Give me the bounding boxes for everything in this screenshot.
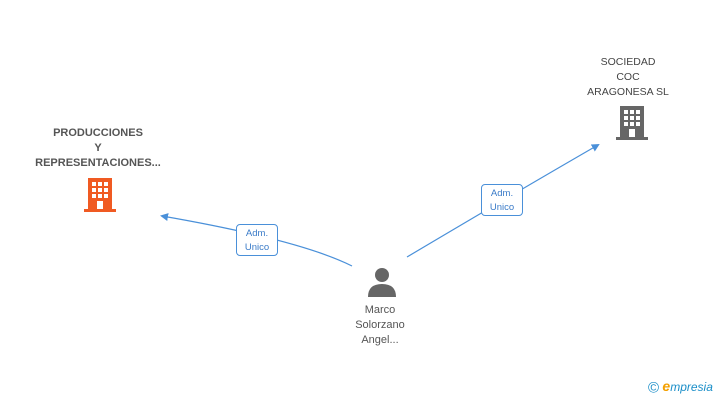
edge-tag-left[interactable]: Adm. Unico <box>236 224 278 256</box>
edge-line-left <box>160 213 353 267</box>
building-icon[interactable] <box>616 106 648 140</box>
company-right-line: ARAGONESA SL <box>587 86 669 98</box>
person-icon[interactable] <box>367 267 397 297</box>
edge-tag-line: Adm. <box>490 188 514 199</box>
company-right-line: COC <box>616 71 640 83</box>
company-left-label[interactable]: PRODUCCIONES Y REPRESENTACIONES... <box>10 126 186 171</box>
edge-tag-line: Unico <box>244 242 270 253</box>
company-right-line: SOCIEDAD <box>600 56 656 68</box>
brand-first-letter: e <box>662 378 671 394</box>
building-icon[interactable] <box>84 178 116 212</box>
company-left-line: PRODUCCIONES <box>53 127 143 139</box>
edge-tag-right[interactable]: Adm. Unico <box>481 184 523 216</box>
company-right-label[interactable]: SOCIEDAD COC ARAGONESA SL <box>568 55 688 100</box>
person-line: Marco <box>364 304 396 316</box>
edge-tag-line: Adm. <box>245 228 269 239</box>
brand-name-rest: mpresia <box>670 380 713 394</box>
brand-logo[interactable]: © empresia <box>648 378 713 398</box>
person-line: Angel... <box>361 334 399 346</box>
company-left-line: Y <box>94 142 102 154</box>
person-line: Solorzano <box>355 319 405 331</box>
copyright-icon: © <box>648 379 660 397</box>
edge-tag-line: Unico <box>489 202 515 213</box>
company-left-line: REPRESENTACIONES... <box>35 157 161 169</box>
person-label[interactable]: Marco Solorzano Angel... <box>320 303 440 348</box>
